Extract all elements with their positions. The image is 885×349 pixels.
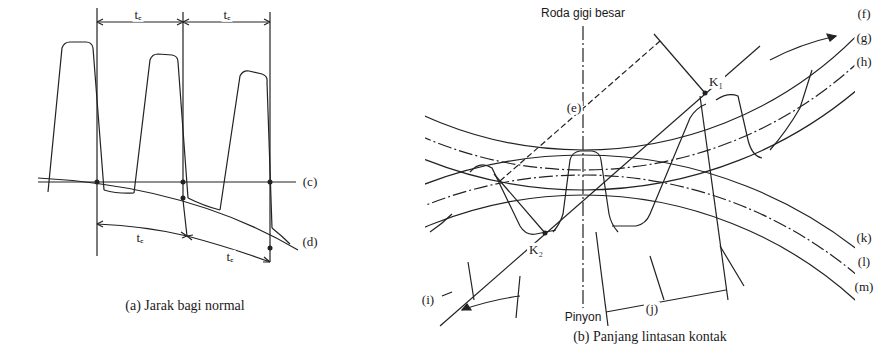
part-label: (j) [644,302,660,316]
part-label: tₑ [225,250,236,264]
part-label: (g) [854,31,873,45]
part-label: Pinyon [563,311,604,324]
part-label: (l) [856,255,872,269]
part-label: (c) [301,175,319,189]
part-label: (i) [420,293,436,307]
part-label: tₑ [135,231,146,245]
part-label: (e) [565,101,583,115]
figure-caption: (b) Panjang lintasan kontak [571,329,729,344]
part-label: (m) [853,280,876,294]
part-label: K₂ [527,243,545,257]
part-label: tₑ [222,8,233,22]
part-label: Roda gigi besar [539,7,627,20]
part-label: (k) [854,231,873,245]
part-label: K₁ [707,75,725,89]
part-label: (f) [856,7,873,21]
part-label: (h) [854,55,873,69]
part-label: tₑ [133,8,144,22]
part-label: (d) [300,235,319,249]
figure-caption: (a) Jarak bagi normal [123,298,246,313]
